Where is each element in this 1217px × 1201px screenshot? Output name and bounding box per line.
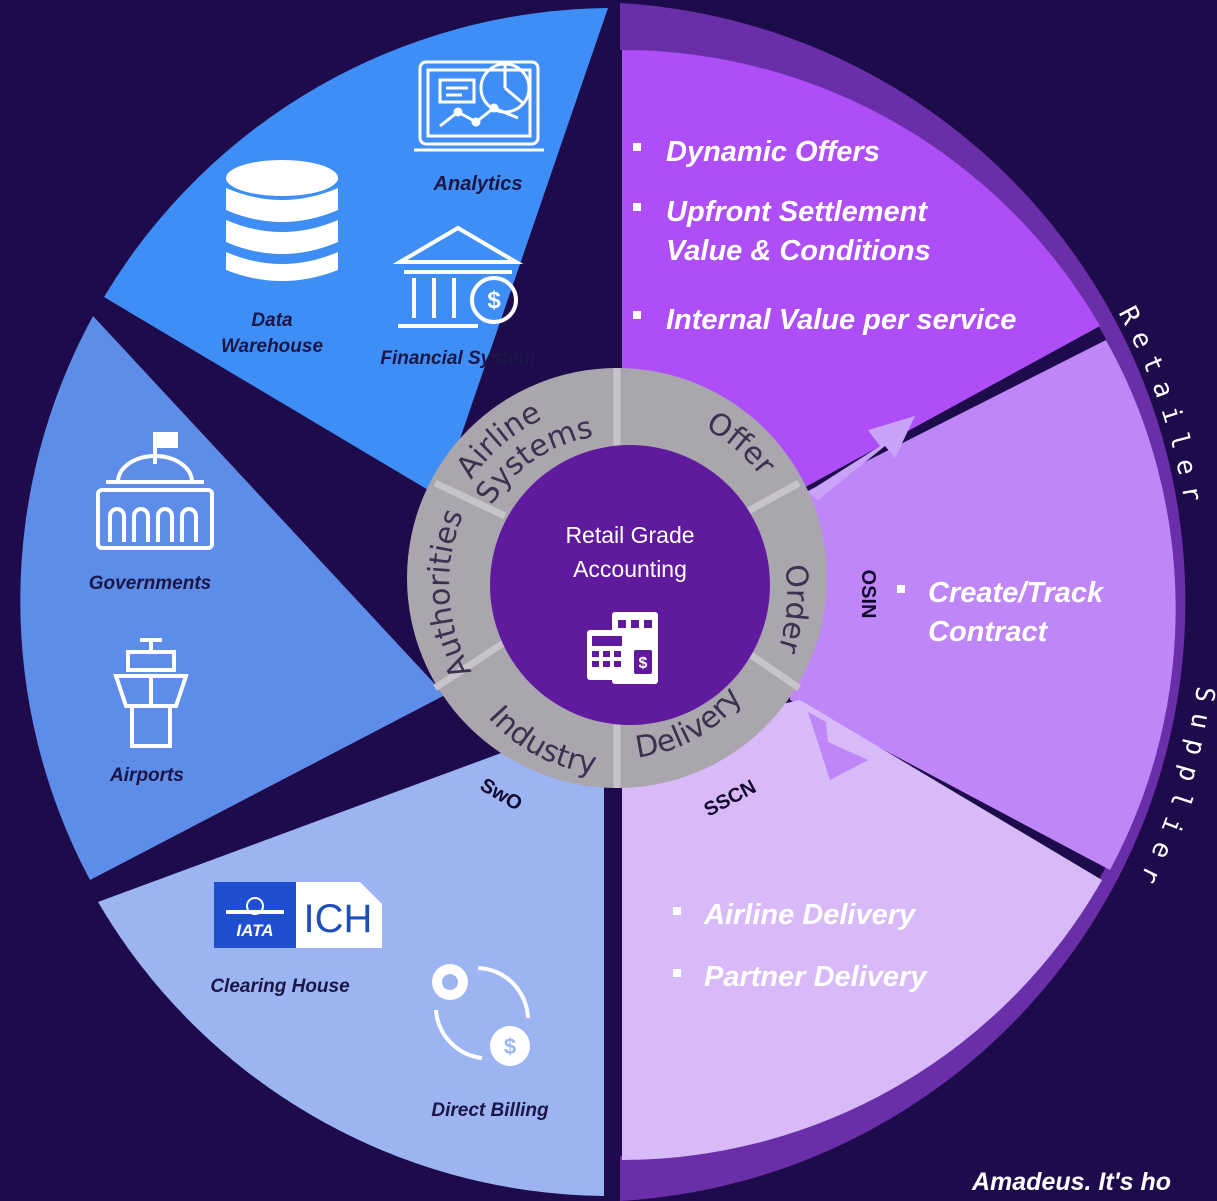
accounting-buildings-icon: $ [587, 612, 658, 684]
ich-text: ICH [304, 897, 373, 941]
sector-authorities [20, 316, 446, 880]
iata-ich-logo: IATA ICH [214, 882, 382, 948]
footer-tagline: Amadeus. It's ho [971, 1168, 1171, 1196]
center-circle [490, 445, 770, 725]
offer-bullet-2-line2: Value & Conditions [666, 235, 931, 267]
database-icon [226, 160, 338, 281]
sector-delivery [622, 700, 1102, 1160]
svg-text:$: $ [504, 1034, 516, 1059]
clearing-house-label: Clearing House [210, 976, 350, 997]
offer-bullet-2-line1: Upfront Settlement [666, 196, 928, 228]
governments-label: Governments [89, 573, 211, 594]
offer-to-order-arrow [808, 416, 915, 500]
offer-bullet-1: Dynamic Offers [666, 136, 880, 168]
delivery-bullets: Airline Delivery Partner Delivery [673, 899, 928, 993]
center-title-line2: Accounting [573, 556, 687, 582]
sector-airline-systems [104, 8, 608, 497]
analytics-icon [414, 60, 544, 152]
order-bullets: Create/Track Contract [897, 577, 1105, 648]
direct-billing-icon: $ [432, 964, 530, 1066]
order-to-delivery-arrow [808, 712, 868, 780]
airports-label: Airports [109, 765, 184, 786]
data-warehouse-label-line1: Data [251, 310, 293, 331]
bank-icon [392, 225, 524, 328]
order-bullet-1-line1: Create/Track [928, 577, 1105, 609]
delivery-bullet-2: Partner Delivery [704, 961, 928, 993]
government-building-icon [96, 432, 214, 550]
offer-bullet-3: Internal Value per service [666, 304, 1016, 336]
center-title-line1: Retail Grade [565, 522, 694, 548]
svg-text:$: $ [639, 655, 648, 672]
offer-bullets: Dynamic Offers Upfront Settlement Value … [633, 136, 1016, 336]
iata-text: IATA [236, 921, 273, 940]
osin-label: OSIN [857, 570, 879, 619]
analytics-label: Analytics [433, 173, 523, 195]
sector-order [790, 340, 1176, 870]
delivery-bullet-1: Airline Delivery [703, 899, 917, 931]
order-bullet-1-line2: Contract [928, 616, 1049, 648]
data-warehouse-label-line2: Warehouse [221, 336, 324, 357]
bank-dollar-symbol: $ [487, 287, 501, 314]
sector-industry [98, 715, 604, 1196]
financial-system-label: Financial System [380, 348, 535, 369]
direct-billing-label: Direct Billing [431, 1100, 549, 1121]
control-tower-icon [113, 638, 189, 748]
